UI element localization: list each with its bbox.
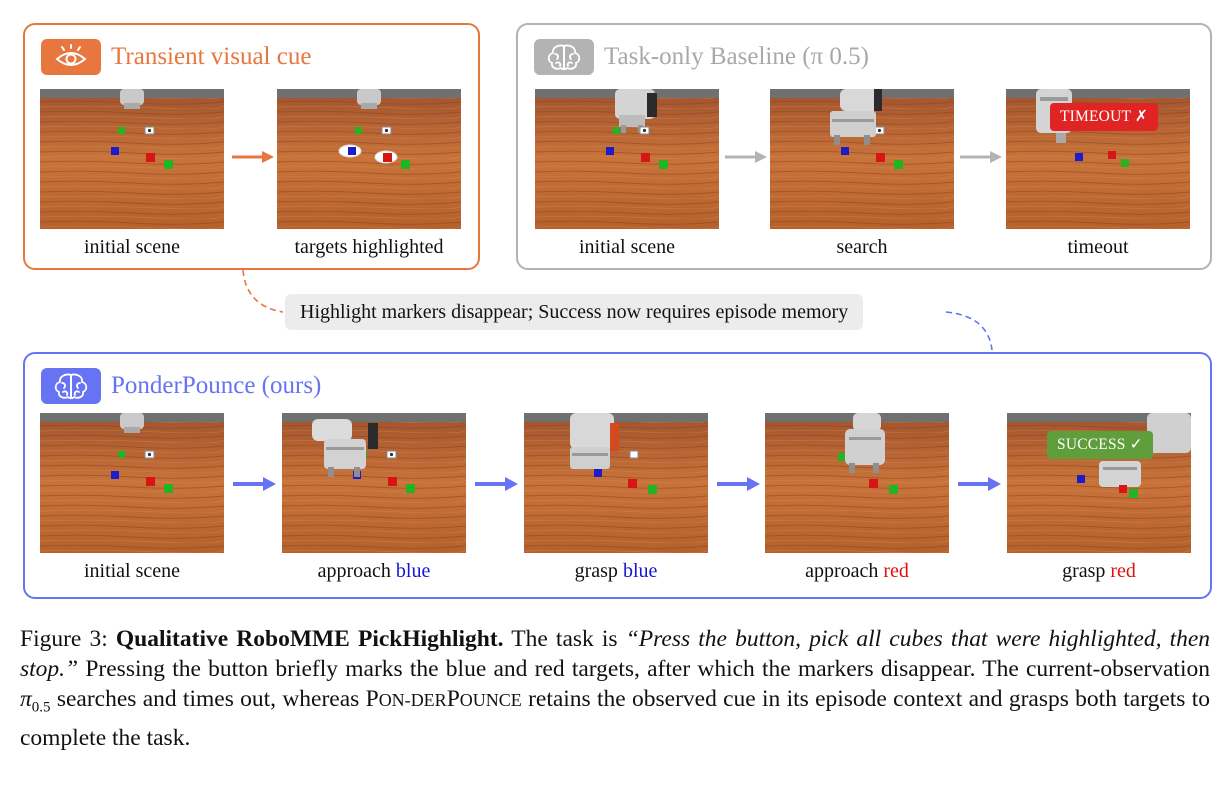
arrow-icon <box>473 476 519 497</box>
ponderpounce-panel: PonderPounce (ours) initial scene approa… <box>23 352 1212 599</box>
scene-image <box>40 413 224 553</box>
dashed-connector <box>242 269 993 351</box>
scene-image: TIMEOUT ✗ <box>1006 89 1190 229</box>
panel-title: Task-only Baseline (π 0.5) <box>604 43 869 70</box>
arrow-icon <box>231 476 277 497</box>
task-quote: “Press the button, pick all cubes that w… <box>20 626 1211 682</box>
figure-title: Qualitative RoboMME PickHighlight. <box>115 626 504 652</box>
caption-text: Pressing the button briefly marks the bl… <box>85 656 1210 682</box>
eye-icon <box>41 39 101 75</box>
frame-caption: approach red <box>805 560 909 582</box>
frame-caption: grasp red <box>1062 560 1136 582</box>
frame-caption: approach blue <box>317 560 431 582</box>
scene-image <box>524 413 708 553</box>
frame-caption: targets highlighted <box>294 236 444 258</box>
scene-image <box>282 413 466 553</box>
panel-header: Transient visual cue <box>41 39 311 75</box>
success-badge: SUCCESS ✓ <box>1047 431 1153 459</box>
memory-note: Highlight markers disappear; Success now… <box>285 294 864 330</box>
method-name: PON-DERPOUNCE <box>365 686 522 712</box>
baseline-panel: Task-only Baseline (π 0.5) initial scene… <box>516 23 1212 270</box>
pi-subscript: 0.5 <box>31 699 51 716</box>
figure-label: Figure 3: <box>20 626 108 652</box>
arrow-icon <box>956 476 1002 497</box>
arrow-icon <box>715 476 761 497</box>
frame-caption: initial scene <box>83 560 181 582</box>
panel-title: Transient visual cue <box>111 43 312 70</box>
arrow-icon <box>958 149 1004 170</box>
arrow-icon <box>723 149 769 170</box>
scene-image <box>277 89 461 229</box>
caption-text: The task is <box>511 626 618 652</box>
frame-caption: search <box>836 236 888 258</box>
brain-icon <box>534 39 594 75</box>
frame-caption: initial scene <box>578 236 676 258</box>
figure-caption: Figure 3: Qualitative RoboMME PickHighli… <box>20 624 1210 753</box>
caption-text: searches and times out, whereas <box>56 686 360 712</box>
frame-caption: grasp blue <box>574 560 658 582</box>
scene-image <box>765 413 949 553</box>
transient-cue-panel: Transient visual cue initial scene targe… <box>23 23 480 270</box>
panel-header: PonderPounce (ours) <box>41 368 321 404</box>
arrow-icon <box>230 149 276 170</box>
pi-symbol: π <box>20 686 32 712</box>
frame-caption: timeout <box>1067 236 1129 258</box>
brain-icon <box>41 368 101 404</box>
panel-header: Task-only Baseline (π 0.5) <box>534 39 869 75</box>
caption-text: retains the observed cue in its episode … <box>20 686 1211 751</box>
panel-title: PonderPounce (ours) <box>111 372 322 399</box>
scene-image: SUCCESS ✓ <box>1007 413 1191 553</box>
frame-caption: initial scene <box>83 236 181 258</box>
timeout-badge: TIMEOUT ✗ <box>1050 103 1159 131</box>
